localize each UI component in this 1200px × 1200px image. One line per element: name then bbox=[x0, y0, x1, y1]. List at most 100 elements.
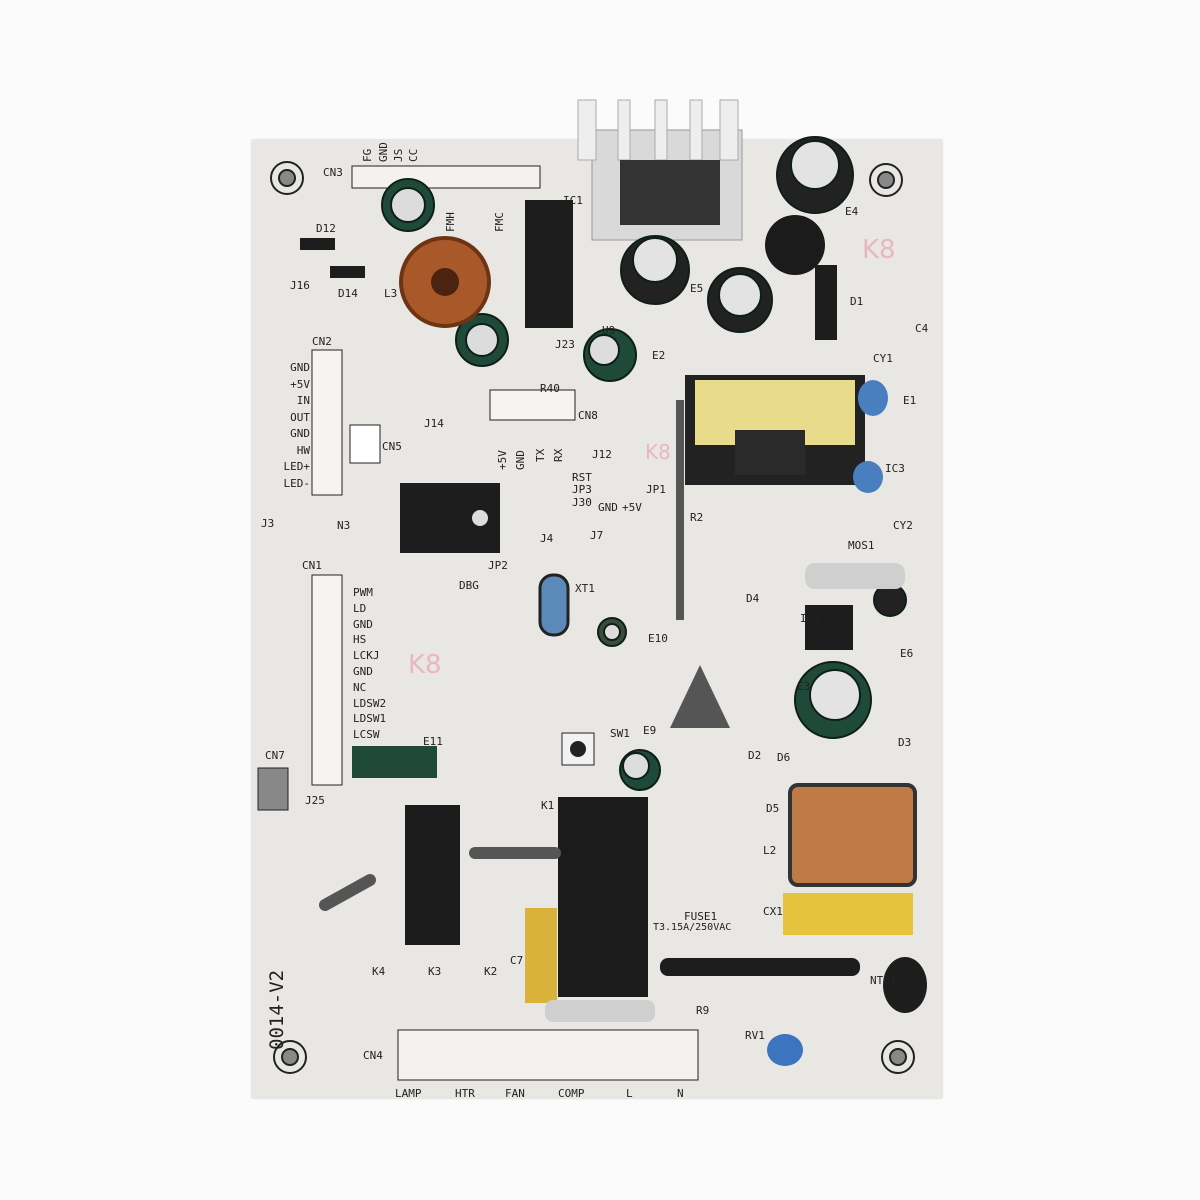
ref-label: CN1 bbox=[302, 559, 322, 572]
ref-label: D12 bbox=[316, 222, 336, 235]
diode-d1 bbox=[815, 265, 837, 340]
cn4-pin-label: N bbox=[677, 1087, 684, 1100]
cn4-pin-label: FAN bbox=[505, 1087, 525, 1100]
capacitor-cy1 bbox=[858, 380, 888, 416]
ref-label: E1 bbox=[903, 394, 917, 407]
cn1-pin-label: LDSW2 bbox=[353, 696, 387, 710]
board-version: 0014-V2 bbox=[266, 969, 288, 1050]
ref-label: D14 bbox=[338, 287, 358, 300]
ref-label: E2 bbox=[652, 349, 666, 362]
resistor-power bbox=[805, 563, 905, 589]
board-mark: K8 bbox=[408, 650, 442, 680]
diode-d14 bbox=[330, 266, 365, 278]
ref-label: CN3 bbox=[323, 166, 343, 179]
ref-label: K1 bbox=[541, 799, 555, 812]
ref-label: J16 bbox=[290, 279, 310, 292]
esd-warning-symbol bbox=[670, 665, 730, 728]
cn5-connector bbox=[349, 424, 381, 464]
mounting-holes bbox=[270, 161, 915, 1074]
electrolytic-capacitors bbox=[381, 136, 907, 791]
ref-label: J12 bbox=[592, 448, 612, 461]
cn2-pin-label: GND bbox=[290, 361, 310, 374]
relay-k3 bbox=[405, 805, 460, 945]
inductor-e4 bbox=[765, 215, 825, 275]
cn2-pin-label: +5V bbox=[290, 377, 310, 391]
ref-label: E3 bbox=[797, 680, 811, 693]
ref-label: RV1 bbox=[745, 1029, 765, 1042]
ref-label: D2 bbox=[748, 749, 762, 762]
fuse-fuse1 bbox=[660, 958, 860, 976]
resistor-r9 bbox=[545, 1000, 655, 1022]
cn1-connector bbox=[311, 574, 343, 786]
ref-label: CY1 bbox=[873, 352, 893, 365]
ref-label: JP3 bbox=[572, 483, 592, 496]
ref-label: IC2 bbox=[800, 612, 820, 625]
jp3-label: RST bbox=[572, 471, 592, 484]
ref-label: XT1 bbox=[575, 582, 595, 595]
cn4-pin-label: COMP bbox=[558, 1087, 585, 1100]
cn1-pin-labels: PWM LD GND HS LCKJ GND NC LDSW2 LDSW1 LC… bbox=[353, 585, 386, 743]
ref-label: NTC1 bbox=[870, 974, 897, 987]
thermistor-ntc1 bbox=[883, 957, 927, 1013]
board-mark: K8 bbox=[862, 235, 896, 265]
ref-label: R9 bbox=[696, 1004, 710, 1017]
cn2-pin-labels: GND +5V IN OUT GND HW LED+ LED- bbox=[270, 360, 311, 492]
ref-label: D4 bbox=[746, 592, 760, 605]
ref-label: FMC bbox=[493, 212, 506, 232]
ref-label: K2 bbox=[484, 965, 498, 978]
ref-label: FUSE1 bbox=[684, 910, 718, 923]
ref-label: J3 bbox=[261, 517, 275, 530]
ref-label: R40 bbox=[540, 382, 560, 395]
diode-d12 bbox=[300, 238, 335, 250]
varistor-rv1 bbox=[767, 1034, 803, 1066]
x-capacitor-cx1 bbox=[783, 893, 913, 935]
cn3-pin-label: FG bbox=[361, 148, 374, 162]
ref-label: D5 bbox=[766, 802, 780, 815]
ref-label: CN8 bbox=[578, 409, 598, 422]
cn1-pin-label: PWM bbox=[353, 586, 373, 599]
ref-label: CN4 bbox=[363, 1049, 383, 1062]
cn2-pin-label: LED+ bbox=[283, 460, 311, 473]
cn4-pin-label: LAMP bbox=[395, 1087, 422, 1100]
ref-label: J14 bbox=[424, 417, 444, 430]
cn2-pin-label: HW bbox=[296, 443, 310, 457]
ref-label: J25 bbox=[305, 794, 325, 807]
ref-label: CN5 bbox=[382, 440, 402, 453]
cn2-connector bbox=[311, 349, 343, 496]
ref-label: D3 bbox=[898, 736, 912, 749]
inductor-l2 bbox=[788, 783, 917, 887]
ref-label: FMH bbox=[444, 212, 457, 232]
cn4-pin-label: HTR bbox=[455, 1087, 475, 1100]
ref-label: J30 bbox=[572, 496, 592, 509]
capacitor-c7 bbox=[525, 908, 557, 1003]
ref-label: D1 bbox=[850, 295, 864, 308]
cn2-pin-label: IN bbox=[296, 394, 310, 407]
fuse-rating: T3.15A/250VAC bbox=[653, 922, 732, 933]
ref-label: R2 bbox=[690, 511, 704, 524]
transformer bbox=[685, 375, 865, 485]
jp1-pin-label: GND bbox=[598, 501, 618, 514]
cn2-pin-label: GND bbox=[290, 427, 310, 440]
ref-label: K4 bbox=[372, 965, 386, 978]
ref-label: E6 bbox=[900, 647, 914, 660]
cn8-pin-label: +5V bbox=[496, 450, 509, 470]
ref-label: CN7 bbox=[265, 749, 285, 762]
cn2-pin-label: OUT bbox=[290, 410, 310, 424]
ref-label: J7 bbox=[590, 529, 604, 542]
cn3-pin-label: CC bbox=[407, 148, 420, 162]
ref-label: K3 bbox=[428, 965, 442, 978]
ref-label: IC3 bbox=[885, 462, 905, 475]
ref-label: U9 bbox=[602, 324, 616, 337]
capacitor-cy2 bbox=[853, 461, 883, 493]
cn1-pin-label: GND bbox=[353, 617, 373, 631]
cn8-pin-label: TX bbox=[534, 448, 547, 462]
cn1-pin-label: NC bbox=[353, 680, 367, 694]
ref-label: C4 bbox=[915, 322, 929, 335]
cn1-pin-label: LD bbox=[353, 601, 367, 615]
cn1-pin-label: GND bbox=[353, 664, 373, 678]
cn4-connector bbox=[397, 1029, 699, 1081]
heatsink bbox=[577, 99, 743, 241]
ref-label: CY2 bbox=[893, 519, 913, 532]
cn8-pin-label: RX bbox=[552, 448, 565, 462]
cn8-connector bbox=[489, 389, 576, 421]
